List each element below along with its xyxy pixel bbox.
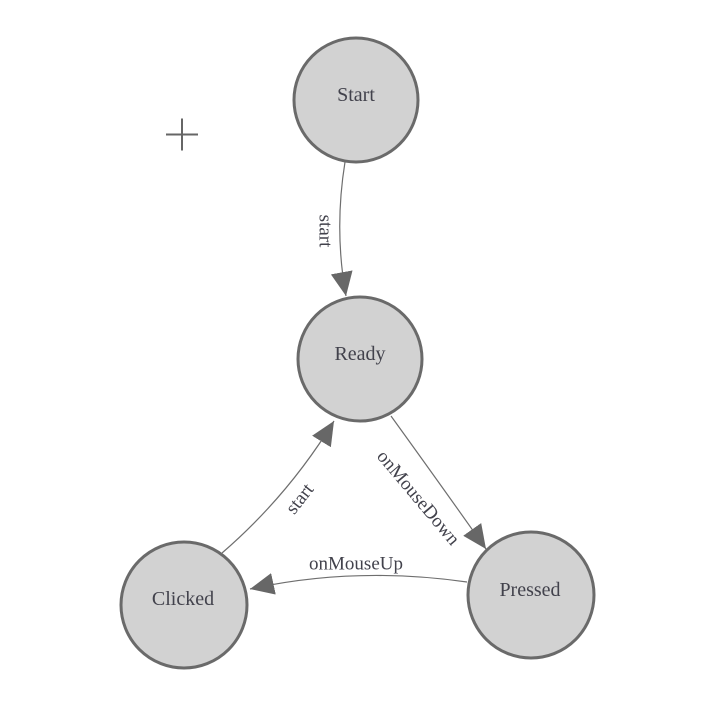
edge-line-clicked-to-ready[interactable] [221, 420, 335, 554]
node-pressed[interactable]: Pressed [466, 530, 596, 660]
edge-pressed-to-clicked[interactable]: onMouseUp [249, 554, 468, 595]
edge-ready-to-pressed[interactable]: onMouseDown [372, 415, 487, 550]
node-start[interactable]: Start [292, 36, 420, 164]
node-label-pressed: Pressed [499, 579, 560, 601]
edge-label-clicked-to-ready: start [282, 479, 319, 518]
node-circle-ready[interactable] [296, 295, 424, 423]
node-circle-start[interactable] [292, 36, 420, 164]
node-label-ready: Ready [334, 343, 385, 365]
edge-label-pressed-to-clicked: onMouseUp [309, 554, 403, 575]
edge-line-ready-to-pressed[interactable] [390, 415, 487, 550]
edge-line-start-to-ready[interactable] [330, 161, 353, 297]
node-circle-clicked[interactable] [119, 540, 249, 670]
node-ready[interactable]: Ready [296, 295, 424, 423]
node-label-clicked: Clicked [152, 588, 214, 610]
node-label-start: Start [337, 84, 375, 106]
node-circle-pressed[interactable] [466, 530, 596, 660]
edge-start-to-ready[interactable]: start [315, 161, 353, 297]
crosshair-icon [166, 118, 198, 151]
node-clicked[interactable]: Clicked [119, 540, 249, 670]
edge-clicked-to-ready[interactable]: start [221, 420, 335, 554]
edge-line-pressed-to-clicked[interactable] [249, 573, 468, 595]
edge-label-start-to-ready: start [315, 215, 336, 248]
